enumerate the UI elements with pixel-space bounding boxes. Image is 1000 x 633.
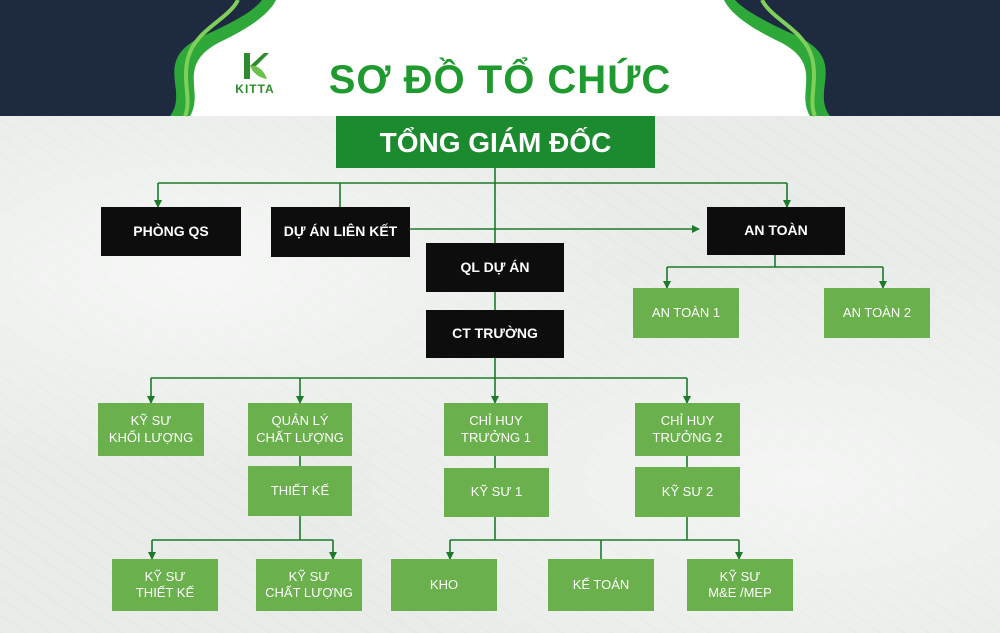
node-thiet-ke: THIẾT KẾ	[248, 466, 352, 516]
node-label-line: CHẤT LƯỢNG	[265, 585, 353, 600]
node-label-line: QUẢN LÝ	[271, 413, 329, 429]
node-label-line: CHỈ HUY	[660, 413, 715, 429]
node-an-toan-2: AN TOÀN 2	[824, 288, 930, 338]
node-ky-su-2: KỸ SƯ 2	[635, 467, 740, 517]
leaf-texture-background	[0, 116, 1000, 633]
node-label-line: KỸ SƯ	[130, 413, 172, 429]
header-wave	[170, 0, 830, 117]
node-an-toan-1: AN TOÀN 1	[633, 288, 739, 338]
node-du-an-lien-ket: DỰ ÁN LIÊN KẾT	[271, 207, 410, 257]
logo-wordmark: KITTA	[235, 82, 275, 96]
leaf-k-icon	[244, 53, 269, 79]
node-label-line: TRƯỞNG 2	[652, 429, 723, 445]
node-label-line: CHỈ HUY	[469, 413, 523, 429]
node-ql-du-an: QL DỰ ÁN	[426, 243, 564, 292]
node-an-toan: AN TOÀN	[707, 207, 845, 255]
node-label-line: THIẾT KẾ	[135, 585, 195, 600]
node-label-line: KỸ SƯ	[719, 568, 761, 584]
node-label-line: KỸ SƯ	[288, 568, 330, 584]
node-ct-truong: CT TRƯỜNG	[426, 310, 564, 358]
node-label-line: TRƯỞNG 1	[461, 429, 531, 445]
node-label-line: CHẤT LƯỢNG	[256, 429, 344, 445]
node-phong-qs: PHÒNG QS	[101, 207, 241, 256]
node-label-line: KHỐI LƯỢNG	[108, 429, 194, 445]
node-ke-toan: KẾ TOÁN	[548, 559, 654, 611]
node-label-line: KỸ SƯ	[144, 568, 186, 584]
node-tong-giam-doc: TỔNG GIÁM ĐỐC	[336, 116, 655, 168]
node-label-line: M&E /MEP	[708, 585, 772, 600]
page-title: SƠ ĐỒ TỔ CHỨC	[328, 58, 672, 102]
kitta-logo: KITTA	[224, 52, 286, 102]
node-ky-su-1: KỸ SƯ 1	[444, 468, 549, 517]
node-kho: KHO	[391, 559, 497, 611]
